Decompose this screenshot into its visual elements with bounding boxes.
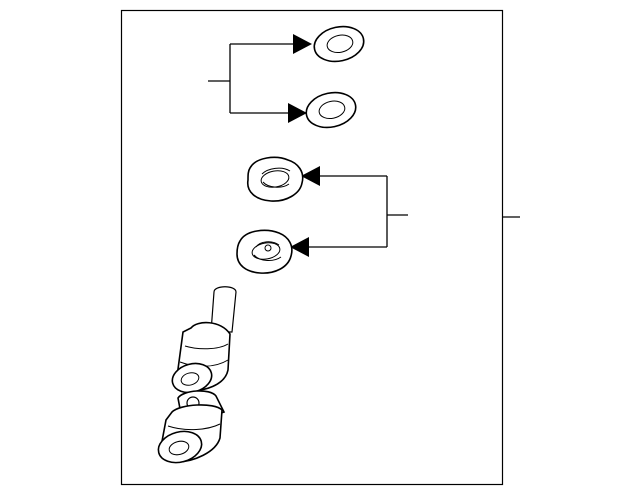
tab-washer [246, 156, 304, 202]
arrow-head [288, 103, 307, 123]
washer [313, 25, 365, 63]
arrow-head [290, 237, 309, 257]
tab-washer [236, 229, 293, 274]
tab-washer-callout [290, 166, 408, 257]
pin-link-assembly [157, 286, 237, 464]
arrow-head [301, 166, 320, 186]
washer [305, 91, 357, 129]
washer-callout [208, 34, 312, 123]
diagram-frame [120, 9, 504, 486]
arrow-head [293, 34, 312, 54]
